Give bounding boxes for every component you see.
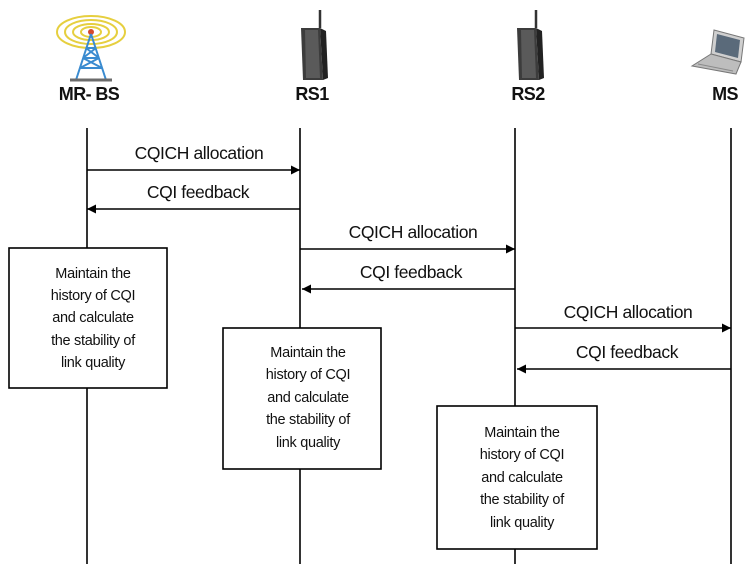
message-label: CQI feedback bbox=[576, 342, 679, 362]
note-line: the stability of bbox=[51, 333, 136, 349]
note-line: Maintain the bbox=[270, 345, 346, 361]
message-label: CQICH allocation bbox=[135, 143, 264, 163]
note-line: Maintain the bbox=[55, 266, 131, 282]
wireless-router-icon bbox=[301, 10, 328, 80]
note-line: link quality bbox=[61, 355, 126, 371]
note-box-mrbs: Maintain the history of CQI and calculat… bbox=[8, 247, 168, 389]
note-line: and calculate bbox=[267, 390, 349, 406]
note-line: and calculate bbox=[52, 310, 134, 326]
note-line: link quality bbox=[276, 435, 341, 451]
note-box-rs2: Maintain the history of CQI and calculat… bbox=[436, 405, 598, 550]
note-line: link quality bbox=[490, 515, 555, 531]
note-line: the stability of bbox=[480, 492, 565, 508]
message-label: CQI feedback bbox=[147, 182, 250, 202]
message-label: CQICH allocation bbox=[349, 222, 478, 242]
message-label: CQICH allocation bbox=[564, 302, 693, 322]
radio-tower-icon bbox=[56, 15, 126, 82]
laptop-icon bbox=[690, 29, 745, 75]
note-line: the stability of bbox=[266, 412, 351, 428]
entity-label-rs1: RS1 bbox=[295, 84, 329, 104]
note-box-rs1: Maintain the history of CQI and calculat… bbox=[222, 327, 382, 470]
note-line: and calculate bbox=[481, 470, 563, 486]
entity-label-mrbs: MR- BS bbox=[59, 84, 120, 104]
message-label: CQI feedback bbox=[360, 262, 463, 282]
note-line: history of CQI bbox=[480, 447, 564, 463]
entity-label-rs2: RS2 bbox=[511, 84, 545, 104]
note-line: history of CQI bbox=[51, 288, 135, 304]
note-line: Maintain the bbox=[484, 425, 560, 441]
entity-label-ms: MS bbox=[712, 84, 738, 104]
wireless-router-icon bbox=[517, 10, 544, 80]
note-line: history of CQI bbox=[266, 367, 350, 383]
